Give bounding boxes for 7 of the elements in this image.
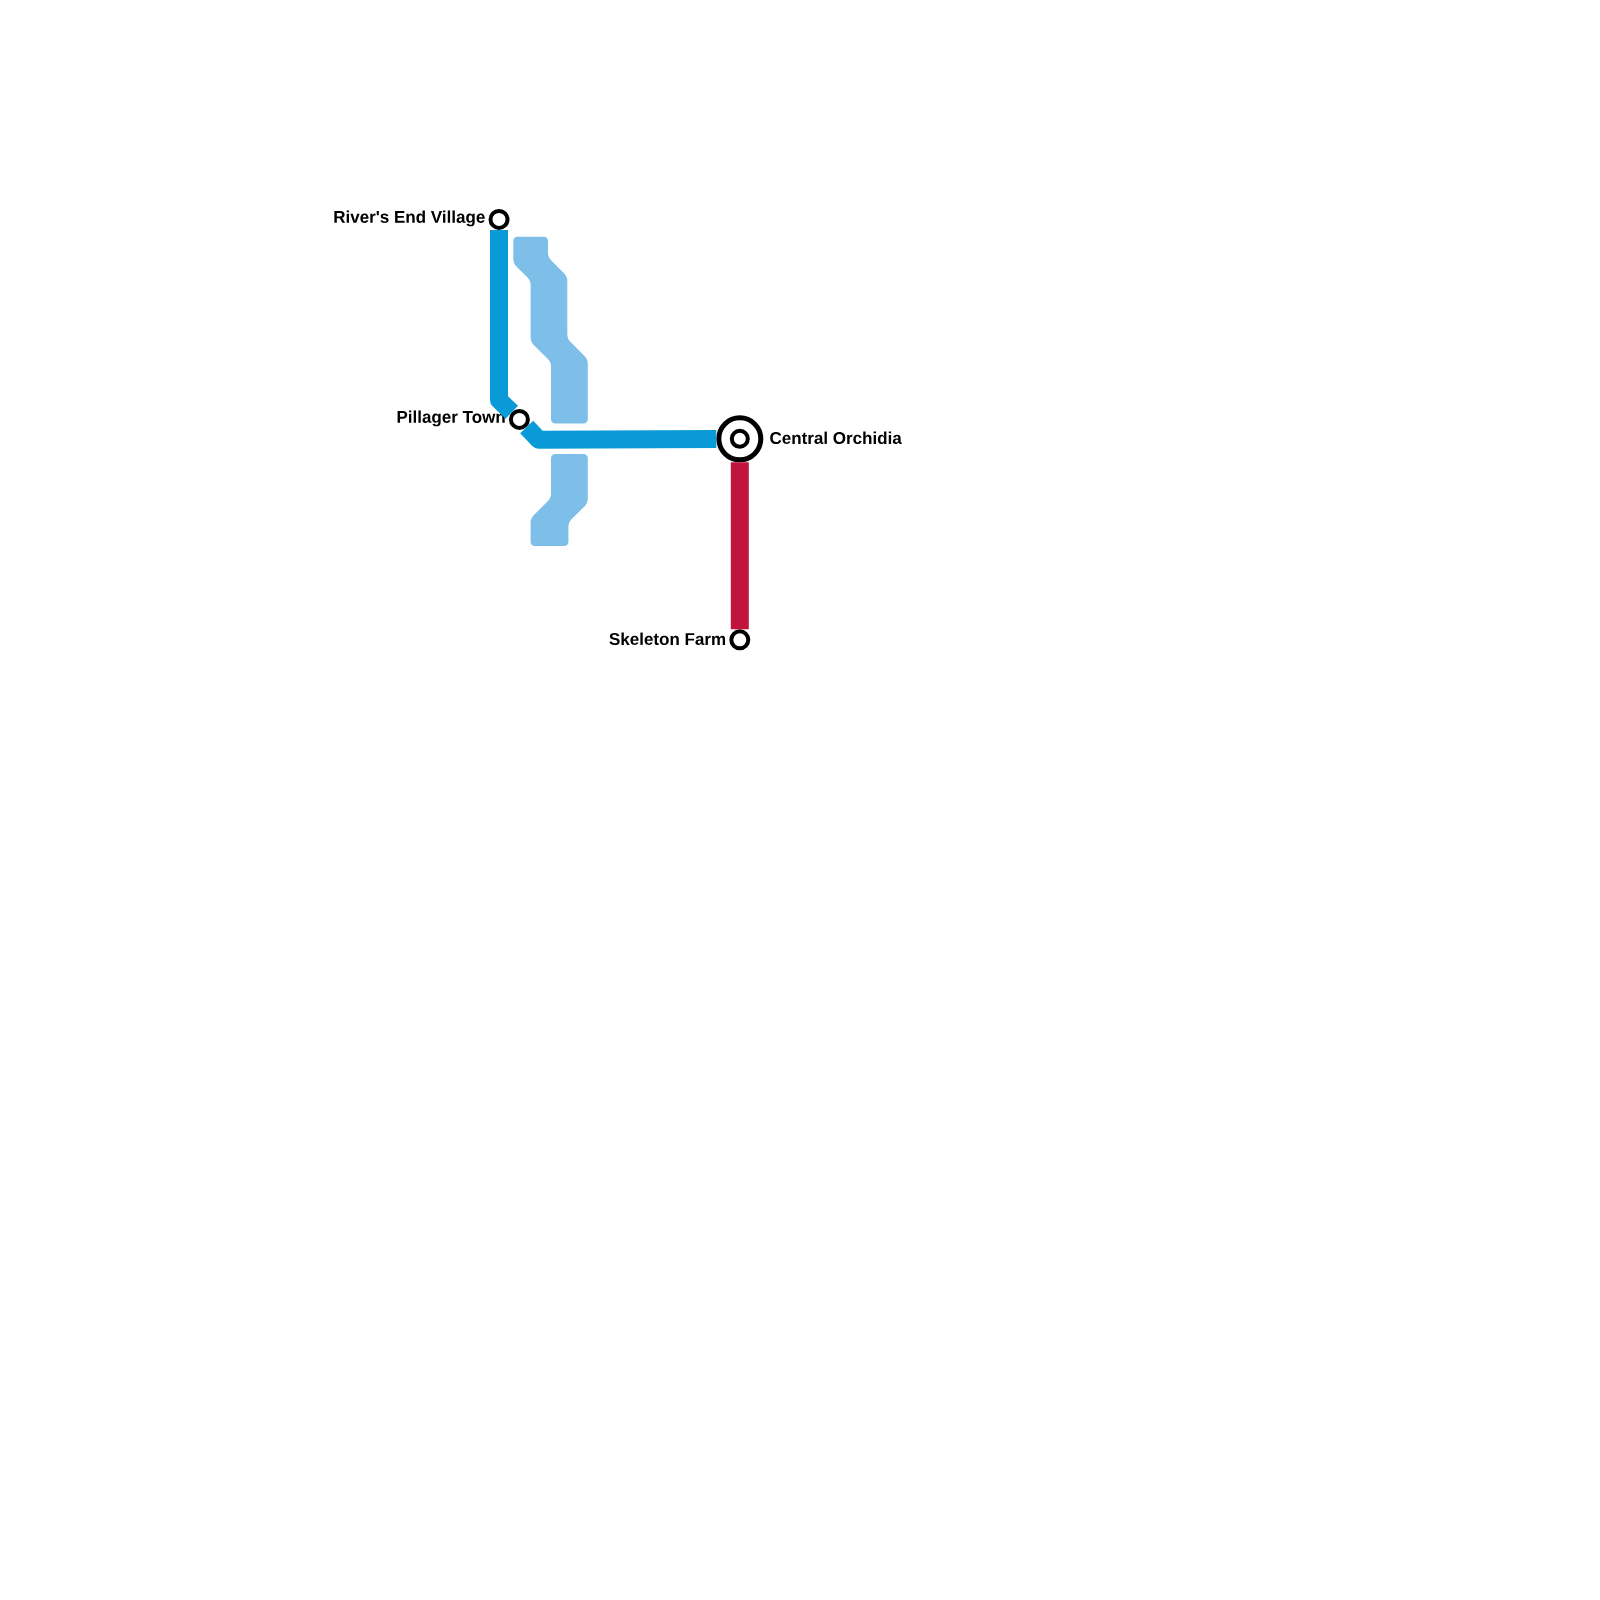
line-segment: [520, 420, 717, 449]
station-label: Skeleton Farm: [609, 632, 726, 646]
line-segment: [730, 462, 749, 630]
station-label: Central Orchidia: [770, 431, 902, 445]
station-label: River's End Village: [334, 210, 485, 227]
line-segment: [490, 229, 518, 419]
station-label: Pillager Town: [397, 410, 505, 427]
